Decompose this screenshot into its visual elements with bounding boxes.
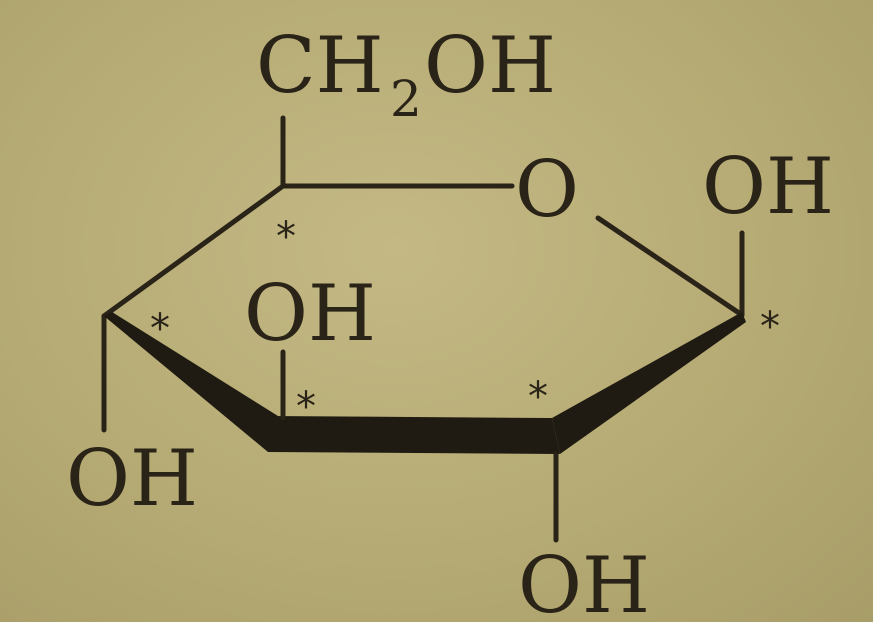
c5-c4-bond bbox=[101, 183, 286, 319]
c4-c3-wedge-bond bbox=[104, 312, 278, 452]
c3-c2-bold-bond bbox=[268, 416, 560, 454]
c2-oh-label: OH bbox=[518, 541, 650, 622]
c6-group-subscript: 2 bbox=[390, 70, 422, 128]
c6-group-tail-label: OH bbox=[424, 21, 556, 111]
c2-c1-wedge-bond bbox=[552, 312, 746, 454]
c4-oh-label: OH bbox=[66, 434, 198, 524]
c3-stereocenter-star: * bbox=[296, 384, 316, 430]
c1-stereocenter-star: * bbox=[760, 304, 780, 350]
c1-oh-label: OH bbox=[702, 142, 834, 232]
c3-oh-label: OH bbox=[244, 269, 376, 359]
c5-stereocenter-star: * bbox=[276, 214, 296, 260]
c6-group-main-label: CH bbox=[256, 21, 384, 111]
o-c1-bond bbox=[595, 215, 745, 318]
ring-oxygen-label: O bbox=[515, 145, 579, 235]
c2-stereocenter-star: * bbox=[528, 374, 548, 420]
